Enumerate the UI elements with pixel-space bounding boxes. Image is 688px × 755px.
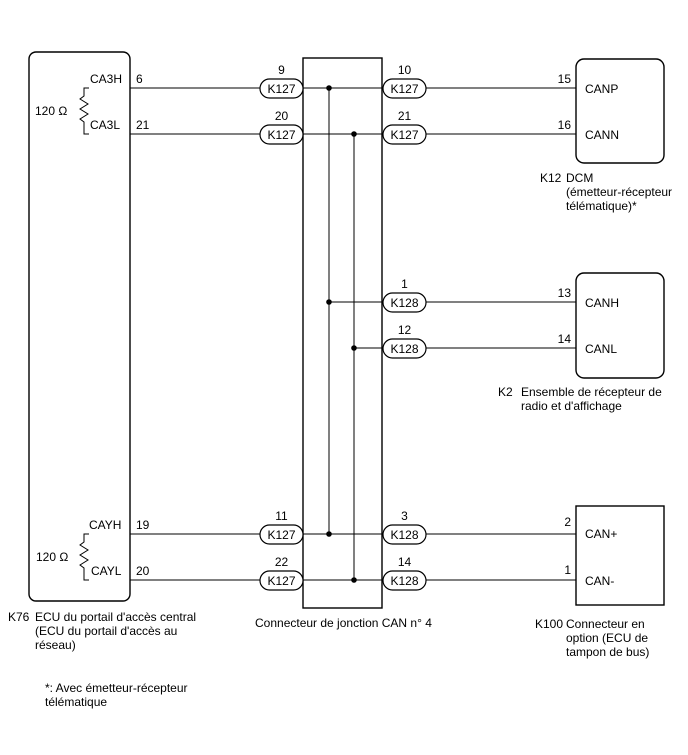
connector-oval-right <box>382 570 427 591</box>
connector-name: K128 <box>390 528 418 542</box>
connector-oval-right <box>382 524 427 545</box>
connector-pin: 10 <box>398 63 412 77</box>
ecu-name-line: (ECU du portail d'accès au <box>35 624 177 638</box>
splice-dot <box>326 299 332 305</box>
splice-dot <box>351 345 357 351</box>
device-pin-number: 2 <box>564 515 571 529</box>
ecu-code: K76 <box>8 610 30 624</box>
device-pin-number: 15 <box>558 72 572 86</box>
ecu-pin-number: 6 <box>136 72 143 86</box>
connector-name: K128 <box>390 574 418 588</box>
dcm-name-line: DCM <box>566 171 593 185</box>
resistor-top <box>79 87 89 135</box>
resistor-label: 120 Ω <box>35 104 67 118</box>
ecu-pin-number: 21 <box>136 118 150 132</box>
footnote-line: *: Avec émetteur-récepteur <box>45 681 188 695</box>
splice-dot <box>326 531 332 537</box>
ecu-pin-number: 20 <box>136 564 150 578</box>
splice-dot <box>351 577 357 583</box>
connector-pin: 21 <box>398 109 412 123</box>
connector-oval-right <box>382 78 427 99</box>
option-code: K100 <box>535 617 563 631</box>
junction-label: Connecteur de jonction CAN n° 4 <box>255 616 432 630</box>
device-pin-label: CAN+ <box>585 527 617 541</box>
connector-pin: 14 <box>398 555 412 569</box>
radio-box <box>575 272 665 379</box>
connector-pin: 20 <box>275 109 289 123</box>
dcm-name-line: (émetteur-récepteur <box>566 185 672 199</box>
radio-code: K2 <box>498 385 513 399</box>
device-pin-label: CAN- <box>585 574 614 588</box>
connector-oval-left <box>259 124 304 145</box>
device-pin-number: 16 <box>558 118 572 132</box>
junction-connector-box <box>302 57 383 609</box>
device-pin-label: CANH <box>585 296 619 310</box>
resistor-label: 120 Ω <box>36 550 68 564</box>
connector-pin: 9 <box>278 63 285 77</box>
option-name-line: Connecteur en <box>566 617 645 631</box>
device-pin-label: CANP <box>585 82 618 96</box>
connector-pin: 12 <box>398 323 412 337</box>
splice-dot <box>326 85 332 91</box>
option-name-line: tampon de bus) <box>566 645 649 659</box>
connector-name: K128 <box>390 296 418 310</box>
ecu-pin-label: CAYH <box>89 518 121 532</box>
connector-oval-right <box>382 124 427 145</box>
connector-pin: 22 <box>275 555 289 569</box>
ecu-pin-label: CA3H <box>90 72 122 86</box>
footnote-line: télématique <box>45 695 107 709</box>
connector-name: K128 <box>390 342 418 356</box>
device-pin-label: CANL <box>585 342 617 356</box>
ecu-k76-box <box>28 51 131 602</box>
radio-name-line: radio et d'affichage <box>521 399 622 413</box>
connector-name: K127 <box>390 128 418 142</box>
device-pin-label: CANN <box>585 128 619 142</box>
ecu-name-line: ECU du portail d'accès central <box>35 610 196 624</box>
dcm-code: K12 <box>540 171 562 185</box>
dcm-name-line: télématique)* <box>566 199 637 213</box>
splice-dot <box>351 131 357 137</box>
connector-oval-right <box>382 338 427 359</box>
ecu-pin-number: 19 <box>136 518 150 532</box>
option-name-line: option (ECU de <box>566 631 648 645</box>
resistor-bottom <box>79 533 89 581</box>
connector-name: K127 <box>267 82 295 96</box>
device-pin-number: 13 <box>558 286 572 300</box>
connector-name: K127 <box>267 574 295 588</box>
ecu-pin-label: CAYL <box>91 564 122 578</box>
connector-oval-left <box>259 524 304 545</box>
option-connector-box <box>575 505 665 606</box>
connector-name: K127 <box>267 128 295 142</box>
connector-name: K127 <box>267 528 295 542</box>
device-pin-number: 1 <box>564 563 571 577</box>
dcm-box <box>575 58 665 164</box>
radio-name-line: Ensemble de récepteur de <box>521 385 662 399</box>
connector-pin: 1 <box>401 277 408 291</box>
connector-oval-right <box>382 292 427 313</box>
connector-oval-left <box>259 570 304 591</box>
connector-pin: 11 <box>275 509 288 523</box>
ecu-pin-label: CA3L <box>90 118 120 132</box>
ecu-name-line: réseau) <box>35 638 76 652</box>
connector-pin: 3 <box>401 509 408 523</box>
device-pin-number: 14 <box>558 332 572 346</box>
connector-name: K127 <box>390 82 418 96</box>
connector-oval-left <box>259 78 304 99</box>
